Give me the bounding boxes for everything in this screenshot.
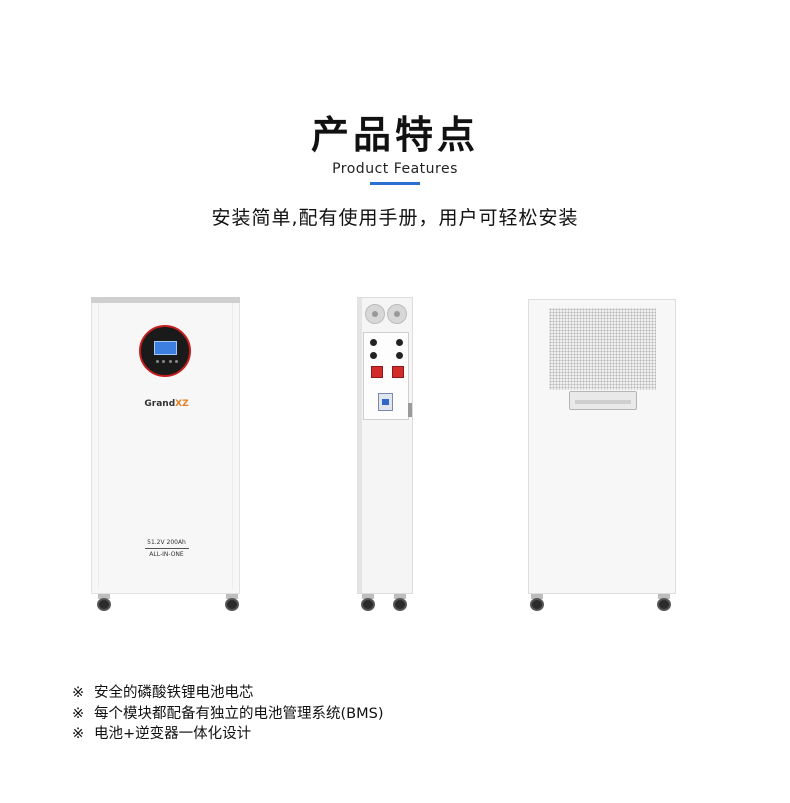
product-back-view bbox=[528, 299, 676, 594]
side-lip bbox=[357, 298, 362, 593]
display-button-row bbox=[156, 360, 178, 363]
tagline: 安装简单,配有使用手册，用户可轻松安装 bbox=[211, 207, 579, 229]
brand-main: Grand bbox=[144, 399, 176, 409]
page-subtitle: Product Features bbox=[332, 161, 458, 177]
reference-mark-icon: ※ bbox=[72, 705, 85, 722]
caster-wheel bbox=[655, 594, 673, 611]
panel-edge-left bbox=[98, 303, 99, 589]
vent-grille bbox=[549, 308, 656, 390]
feature-item: ※ 电池+逆变器一体化设计 bbox=[72, 724, 532, 745]
lcd-screen bbox=[154, 341, 177, 355]
power-socket-icon bbox=[392, 366, 404, 378]
spec-type: ALL-IN-ONE bbox=[149, 551, 184, 558]
circuit-breaker-icon bbox=[378, 393, 393, 411]
title-accent-line bbox=[370, 182, 420, 185]
display-button bbox=[174, 360, 178, 363]
feature-text: 电池+逆变器一体化设计 bbox=[94, 726, 252, 742]
side-latch bbox=[408, 403, 412, 417]
product-side-view bbox=[357, 297, 413, 594]
knob-icon bbox=[396, 339, 403, 346]
knob-icon bbox=[370, 339, 377, 346]
spec-divider bbox=[144, 548, 189, 549]
feature-text: 每个模块都配备有独立的电池管理系统(BMS) bbox=[94, 705, 384, 722]
caster-wheel bbox=[528, 594, 546, 611]
display-button bbox=[156, 360, 159, 363]
brand-accent: XZ bbox=[175, 399, 189, 409]
caster-wheel bbox=[391, 594, 409, 611]
io-panel bbox=[363, 332, 409, 420]
spec-label: 51.2V 200Ah ALL-IN-ONE bbox=[92, 538, 241, 559]
knob-icon bbox=[370, 352, 377, 359]
feature-item: ※ 每个模块都配备有独立的电池管理系统(BMS) bbox=[72, 704, 532, 725]
carry-handle bbox=[569, 391, 637, 410]
fan-icon bbox=[365, 304, 385, 324]
caster-wheel bbox=[223, 594, 241, 611]
caster-wheel bbox=[95, 594, 113, 611]
caster-wheel bbox=[359, 594, 377, 611]
product-front-view: GrandXZ 51.2V 200Ah ALL-IN-ONE bbox=[91, 297, 240, 594]
reference-mark-icon: ※ bbox=[72, 685, 85, 701]
feature-text: 安全的磷酸铁锂电池电芯 bbox=[94, 685, 254, 701]
feature-item: ※ 安全的磷酸铁锂电池电芯 bbox=[72, 683, 532, 704]
top-cap bbox=[91, 297, 240, 303]
display-button bbox=[162, 360, 166, 363]
spec-capacity: 51.2V 200Ah bbox=[147, 539, 186, 546]
power-socket-icon bbox=[371, 366, 383, 378]
fan-icon bbox=[387, 304, 407, 324]
panel-edge-right bbox=[232, 303, 233, 589]
page-title: 产品特点 bbox=[310, 113, 479, 157]
display-button bbox=[168, 360, 172, 363]
feature-list: ※ 安全的磷酸铁锂电池电芯 ※ 每个模块都配备有独立的电池管理系统(BMS) ※ 电池… bbox=[72, 683, 532, 745]
reference-mark-icon: ※ bbox=[72, 726, 85, 742]
knob-icon bbox=[396, 352, 403, 359]
lcd-display-ring bbox=[139, 325, 191, 377]
brand-logo: GrandXZ bbox=[92, 399, 241, 409]
